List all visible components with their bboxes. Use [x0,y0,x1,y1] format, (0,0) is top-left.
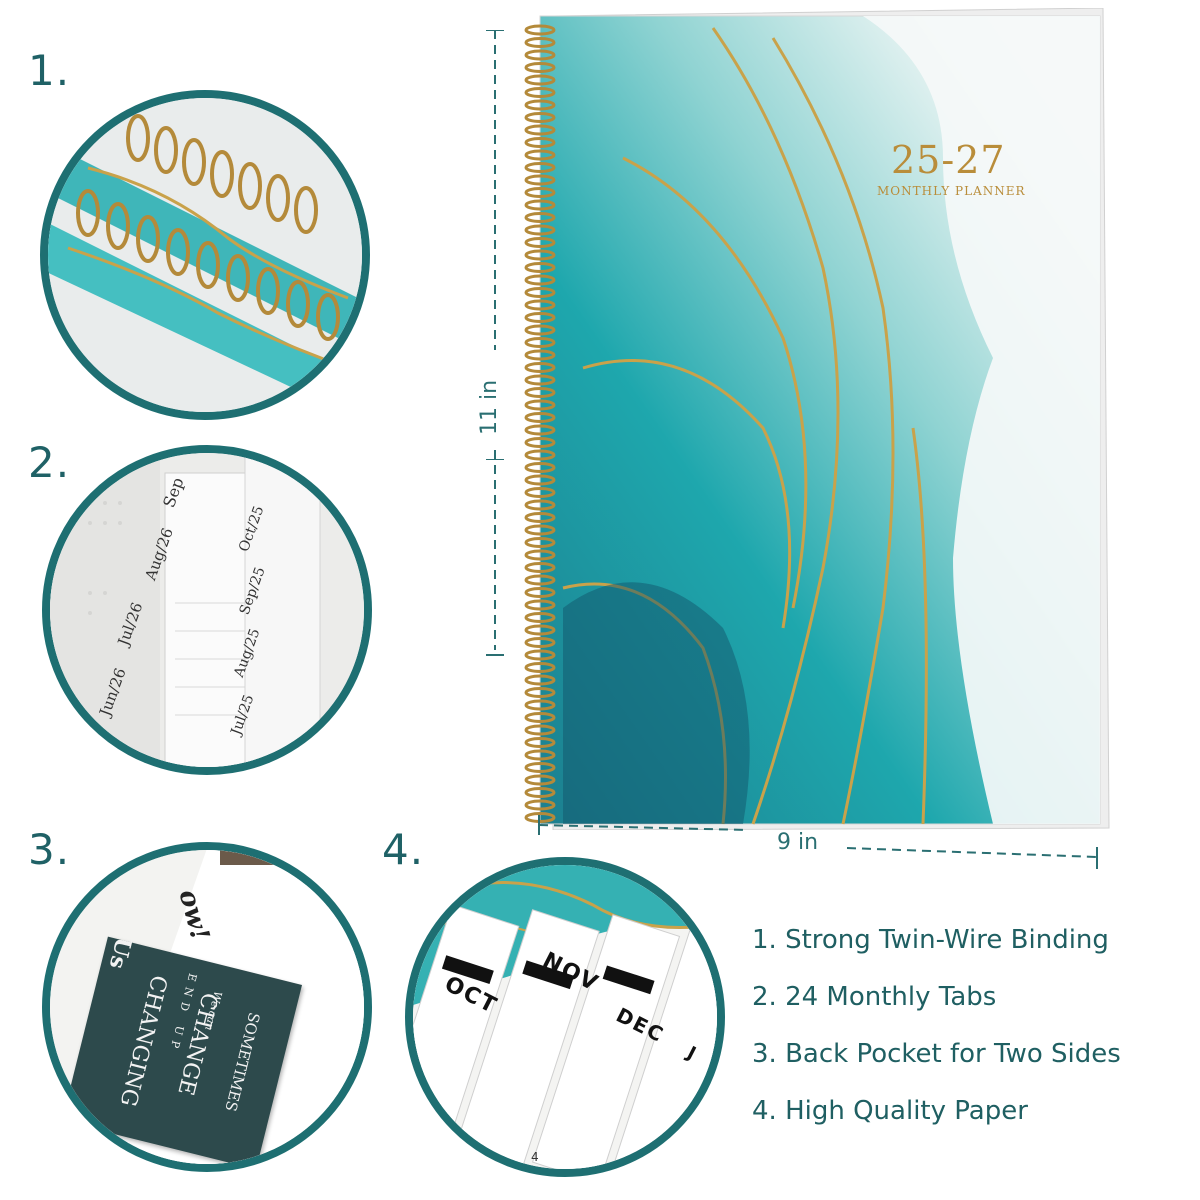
spiral-ring [524,74,556,86]
binding-closeup-image [48,98,362,412]
spiral-ring [524,187,556,198]
spiral-ring [524,624,556,636]
spiral-ring [524,424,556,436]
spiral-ring [524,487,556,498]
planner-product: 25-27 MONTHLY PLANNER [523,8,1115,830]
planner-years: 25-27 [891,138,1006,182]
step-number-3: 3. [28,825,71,874]
spiral-ring [524,774,556,786]
spiral-ring [524,387,556,398]
spiral-ring [524,637,556,648]
step-number-2: 2. [28,438,71,487]
spiral-ring [524,724,556,736]
spiral-ring [524,287,556,298]
card-line-us: Us [103,934,137,972]
spiral-ring [524,249,556,261]
spiral-ring [524,37,556,48]
spiral-ring [524,799,556,811]
spiral-ring [524,112,556,123]
spiral-ring [524,349,556,361]
spiral-ring [524,312,556,323]
paper-footer-number: 4 [531,1150,539,1164]
spiral-ring [524,87,556,98]
binding-closeup-circle [40,90,370,420]
spiral-ring [524,49,556,61]
height-label: 11 in [477,379,503,436]
card-line-changing: CHANGING [114,972,172,1109]
spiral-ring [524,612,556,623]
spiral-ring [524,174,556,186]
step-number-1: 1. [28,46,71,95]
planner-cover-image [524,8,1110,830]
spiral-ring [524,462,556,473]
tabs-closeup-image [50,453,364,767]
spiral-ring [524,224,556,236]
spiral-ring [524,324,556,336]
step-number-4: 4. [382,825,425,874]
feature-item-paper: 4. High Quality Paper [752,1096,1028,1126]
spiral-ring [524,662,556,673]
spiral-ring [524,574,556,586]
spiral-ring [524,737,556,748]
spiral-ring [524,162,556,173]
spiral-ring [524,412,556,423]
spiral-ring [524,149,556,161]
spiral-ring [524,787,556,798]
spiral-ring [524,299,556,311]
spiral-ring [524,262,556,273]
pocket-closeup-circle: ow! SOMETIMES We can CHANGE END UP CHANG… [42,842,372,1172]
spiral-ring [524,137,556,148]
feature-list: 1. Strong Twin-Wire Binding 2. 24 Monthl… [752,918,1121,1146]
spiral-ring [524,762,556,773]
spiral-ring [524,274,556,286]
spiral-ring [524,62,556,73]
spiral-ring [524,712,556,723]
paper-closeup-circle: OCT NOV DEC J 4 [405,857,725,1177]
spiral-ring [524,599,556,611]
feature-item-pocket: 3. Back Pocket for Two Sides [752,1039,1121,1069]
width-dimension-line [538,815,1098,869]
spiral-ring [524,212,556,223]
spiral-ring [524,537,556,548]
spiral-ring [524,587,556,598]
spiral-ring [524,237,556,248]
spiral-ring [524,674,556,686]
spiral-ring [524,524,556,536]
width-label: 9 in [777,830,819,855]
spiral-ring [524,649,556,661]
spiral-ring [524,449,556,461]
feature-item-binding: 1. Strong Twin-Wire Binding [752,925,1109,955]
spiral-ring [524,124,556,136]
paper-closeup-image [413,865,717,1169]
card-line-sometimes: SOMETIMES [221,1010,264,1114]
spiral-ring [524,699,556,711]
spiral-ring [524,499,556,511]
spiral-ring [524,437,556,448]
spiral-ring [524,549,556,561]
spiral-ring [524,337,556,348]
spiral-ring [524,362,556,373]
spiral-ring [524,687,556,698]
spiral-ring [524,99,556,111]
spiral-ring [524,512,556,523]
spiral-ring [524,562,556,573]
tabs-closeup-circle: Sep Aug/26 Jul/26 Jun/26 Oct/25 Sep/25 A… [42,445,372,775]
spiral-ring [524,199,556,211]
spiral-ring [524,399,556,411]
spiral-ring [524,474,556,486]
spiral-ring [524,24,556,36]
feature-item-tabs: 2. 24 Monthly Tabs [752,982,997,1012]
height-dimension-line-lower [486,450,504,656]
planner-subtitle: MONTHLY PLANNER [877,184,1026,198]
spiral-ring [524,749,556,761]
spiral-ring [524,374,556,386]
